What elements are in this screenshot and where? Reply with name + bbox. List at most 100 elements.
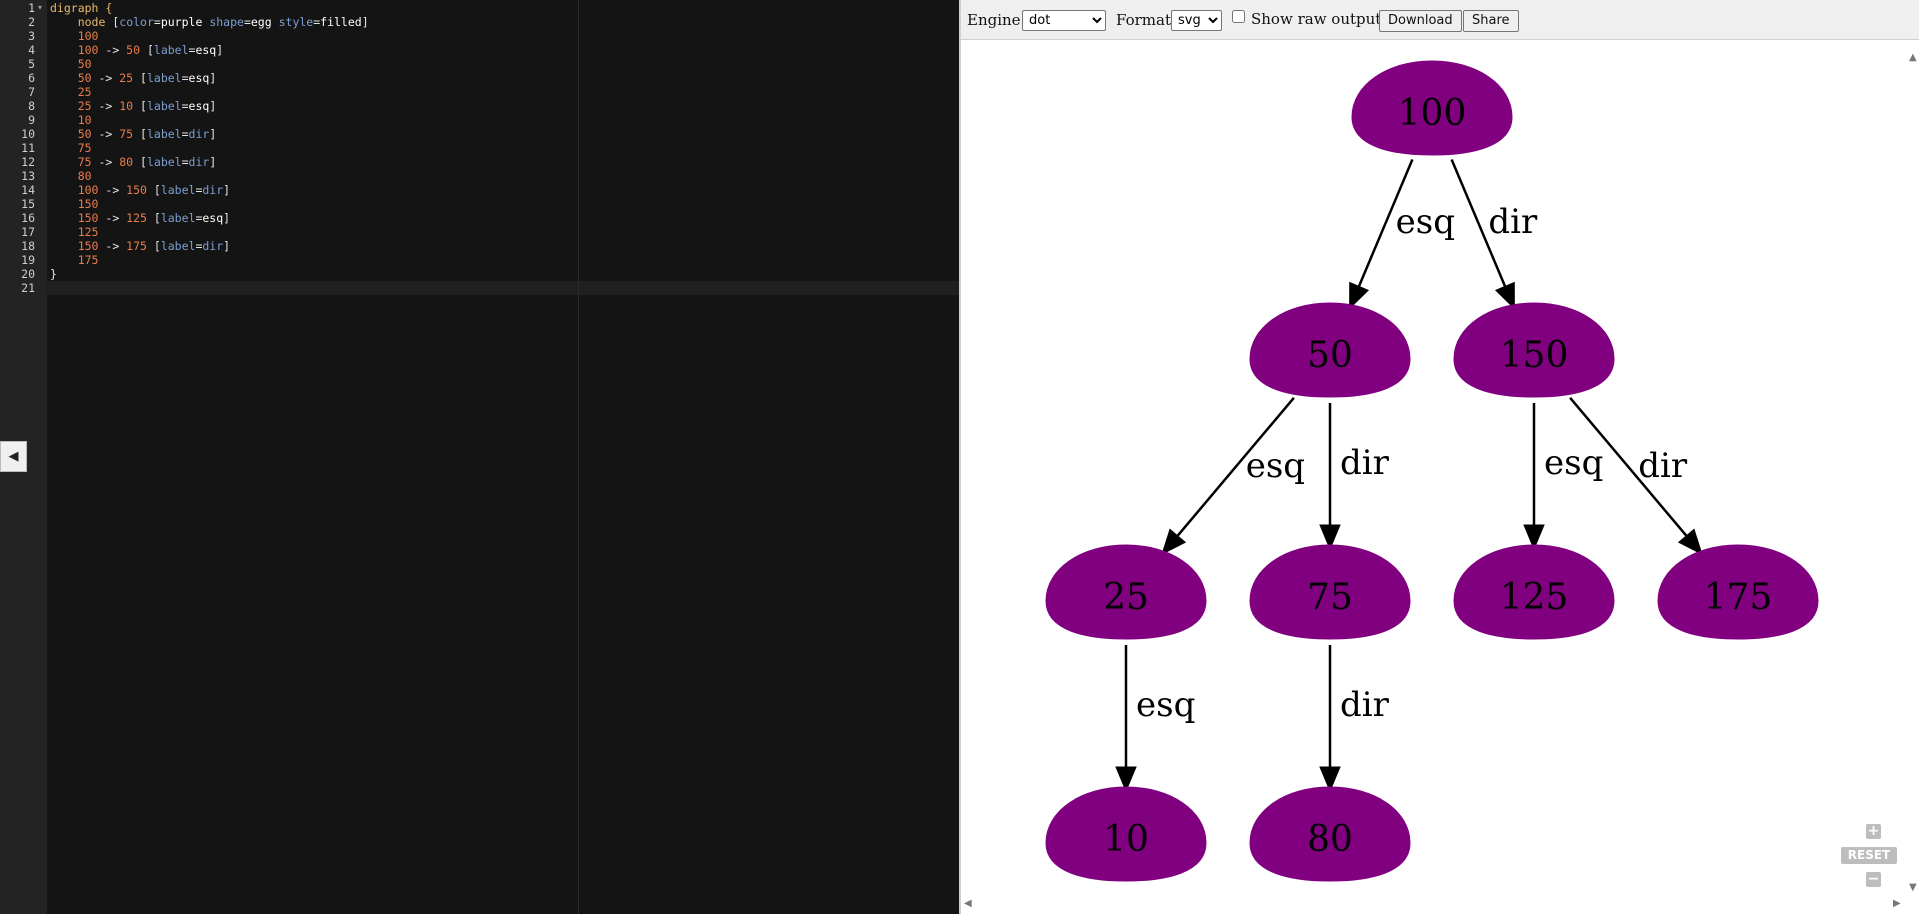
- minus-icon[interactable]: −: [1866, 871, 1881, 887]
- code-token: ->: [91, 71, 120, 85]
- code-line[interactable]: 80: [50, 169, 92, 183]
- graph-node: [1045, 544, 1207, 640]
- fold-arrow-icon[interactable]: ▾: [38, 3, 43, 12]
- engine-select[interactable]: dot: [1022, 10, 1106, 31]
- code-token: }: [50, 267, 57, 281]
- code-token: ->: [98, 211, 127, 225]
- code-line[interactable]: 50 -> 75 [label=dir]: [50, 127, 217, 141]
- code-token: 125: [50, 225, 99, 239]
- code-token: 80: [50, 169, 92, 183]
- code-token: ]: [209, 99, 217, 113]
- line-number: 6: [28, 71, 35, 85]
- code-token: ->: [98, 239, 127, 253]
- code-line[interactable]: 25 -> 10 [label=esq]: [50, 99, 217, 113]
- code-line[interactable]: node [color=purple shape=egg style=fille…: [50, 15, 369, 29]
- edge-line: [1450, 159, 1507, 287]
- edge-label: esq: [1246, 446, 1305, 486]
- code-token: ->: [98, 183, 127, 197]
- share-button[interactable]: Share: [1463, 10, 1519, 32]
- code-token: esq: [188, 71, 210, 85]
- code-token: 80: [119, 155, 134, 169]
- code-token: dir: [188, 155, 210, 169]
- code-token: 75: [50, 141, 92, 155]
- graph-node: [1249, 786, 1411, 882]
- graph-node-label: 10: [1103, 819, 1149, 860]
- code-line[interactable]: 75 -> 80 [label=dir]: [50, 155, 217, 169]
- edge-arrowhead: [1161, 528, 1187, 556]
- code-token: [: [133, 99, 147, 113]
- code-token: filled: [320, 15, 362, 29]
- code-token: [50, 15, 78, 29]
- graph-node-label: 50: [1307, 335, 1353, 376]
- code-token: =: [313, 15, 321, 29]
- code-token: ->: [91, 127, 120, 141]
- code-token: [: [105, 15, 120, 29]
- pane-splitter[interactable]: [959, 0, 961, 914]
- show-raw-output-label[interactable]: Show raw output: [1251, 10, 1382, 28]
- code-token: label: [146, 71, 182, 85]
- code-token: [: [140, 43, 154, 57]
- code-token: [: [133, 71, 147, 85]
- show-raw-output-checkbox[interactable]: [1232, 10, 1245, 23]
- code-token: color: [119, 15, 154, 29]
- graph-node: [1453, 544, 1615, 640]
- code-line[interactable]: 100: [50, 29, 99, 43]
- edge-line: [1357, 159, 1414, 287]
- code-token: ]: [209, 71, 217, 85]
- left-triangle-icon: ◀: [8, 449, 19, 464]
- code-line[interactable]: 100 -> 50 [label=esq]: [50, 43, 223, 57]
- scroll-right-arrow-icon[interactable]: ▶: [1893, 898, 1901, 909]
- code-line[interactable]: 125: [50, 225, 99, 239]
- code-line[interactable]: 150: [50, 197, 99, 211]
- code-line[interactable]: 10: [50, 113, 92, 127]
- code-line[interactable]: }: [50, 267, 57, 281]
- code-token: 125: [126, 211, 147, 225]
- line-number: 16: [21, 211, 35, 225]
- code-line[interactable]: 75: [50, 141, 92, 155]
- code-token: purple: [160, 15, 203, 29]
- code-token: egg: [250, 15, 272, 29]
- download-button[interactable]: Download: [1379, 10, 1462, 32]
- code-token: =: [195, 239, 203, 253]
- code-token: esq: [202, 211, 224, 225]
- code-token: ]: [223, 183, 231, 197]
- edge-arrowhead: [1349, 281, 1370, 310]
- code-token: =: [181, 127, 189, 141]
- code-token: 150: [126, 183, 147, 197]
- code-token: 175: [126, 239, 147, 253]
- code-token: ->: [91, 155, 120, 169]
- collapse-editor-button[interactable]: ◀: [0, 441, 27, 472]
- line-number: 7: [28, 85, 35, 99]
- code-line[interactable]: 150 -> 125 [label=esq]: [50, 211, 230, 225]
- edge-arrowhead: [1319, 766, 1341, 793]
- code-line[interactable]: 50: [50, 57, 92, 71]
- code-line[interactable]: 175: [50, 253, 99, 267]
- line-number: 2: [28, 15, 35, 29]
- code-line[interactable]: digraph {: [50, 1, 112, 15]
- scroll-up-arrow-icon[interactable]: ▲: [1909, 52, 1917, 63]
- code-token: 50: [50, 71, 92, 85]
- code-token: 150: [50, 197, 99, 211]
- format-select[interactable]: svg: [1171, 10, 1222, 31]
- edge-arrowhead: [1115, 766, 1137, 793]
- code-line[interactable]: 150 -> 175 [label=dir]: [50, 239, 230, 253]
- graph-node-label: 25: [1103, 577, 1149, 618]
- scroll-down-arrow-icon[interactable]: ▼: [1909, 882, 1917, 893]
- graph-node-label: 125: [1500, 577, 1569, 618]
- code-token: ]: [361, 15, 369, 29]
- code-token: 10: [50, 113, 92, 127]
- code-token: 25: [119, 71, 134, 85]
- code-token: ]: [216, 43, 224, 57]
- plus-icon[interactable]: +: [1866, 823, 1881, 839]
- graph-node: [1249, 302, 1411, 398]
- code-line[interactable]: 50 -> 25 [label=esq]: [50, 71, 217, 85]
- line-number: 4: [28, 43, 35, 57]
- code-line[interactable]: 100 -> 150 [label=dir]: [50, 183, 230, 197]
- edge-line: [1176, 397, 1295, 537]
- scroll-left-arrow-icon[interactable]: ◀: [964, 898, 972, 909]
- reset-zoom-button[interactable]: RESET: [1841, 847, 1897, 864]
- edge-label: esq: [1544, 443, 1603, 483]
- code-line[interactable]: 25: [50, 85, 92, 99]
